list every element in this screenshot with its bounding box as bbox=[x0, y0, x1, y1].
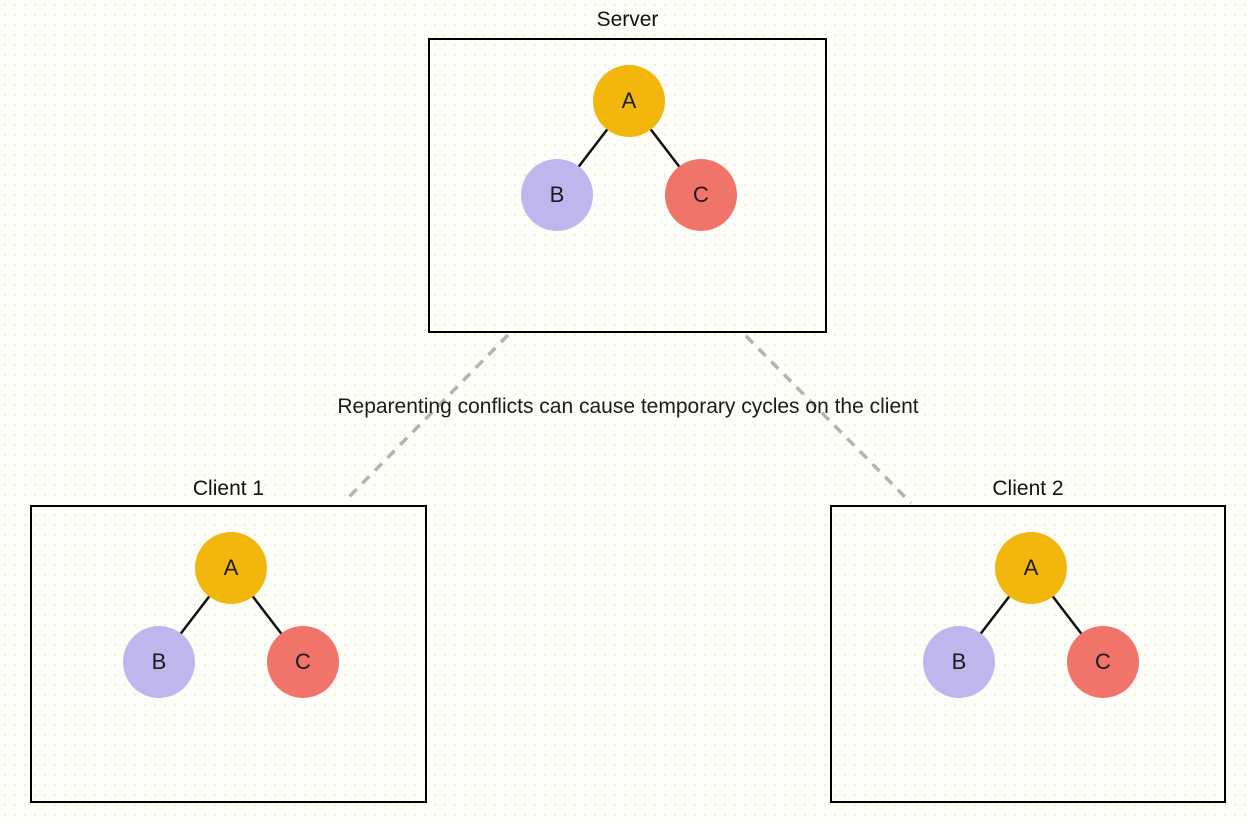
node-b: B bbox=[123, 626, 195, 698]
server-panel: A B C bbox=[428, 38, 827, 333]
client1-panel-title: Client 1 bbox=[192, 477, 265, 500]
client2-panel: A B C bbox=[830, 505, 1226, 803]
node-a: A bbox=[593, 65, 665, 137]
node-c: C bbox=[1067, 626, 1139, 698]
node-b: B bbox=[923, 626, 995, 698]
client1-panel: A B C bbox=[30, 505, 427, 803]
node-b: B bbox=[521, 159, 593, 231]
node-c: C bbox=[267, 626, 339, 698]
node-a: A bbox=[195, 532, 267, 604]
server-panel-title: Server bbox=[596, 8, 659, 31]
node-a: A bbox=[995, 532, 1067, 604]
node-c: C bbox=[665, 159, 737, 231]
client2-panel-title: Client 2 bbox=[992, 477, 1064, 500]
annotation-text: Reparenting conflicts can cause temporar… bbox=[337, 395, 919, 418]
